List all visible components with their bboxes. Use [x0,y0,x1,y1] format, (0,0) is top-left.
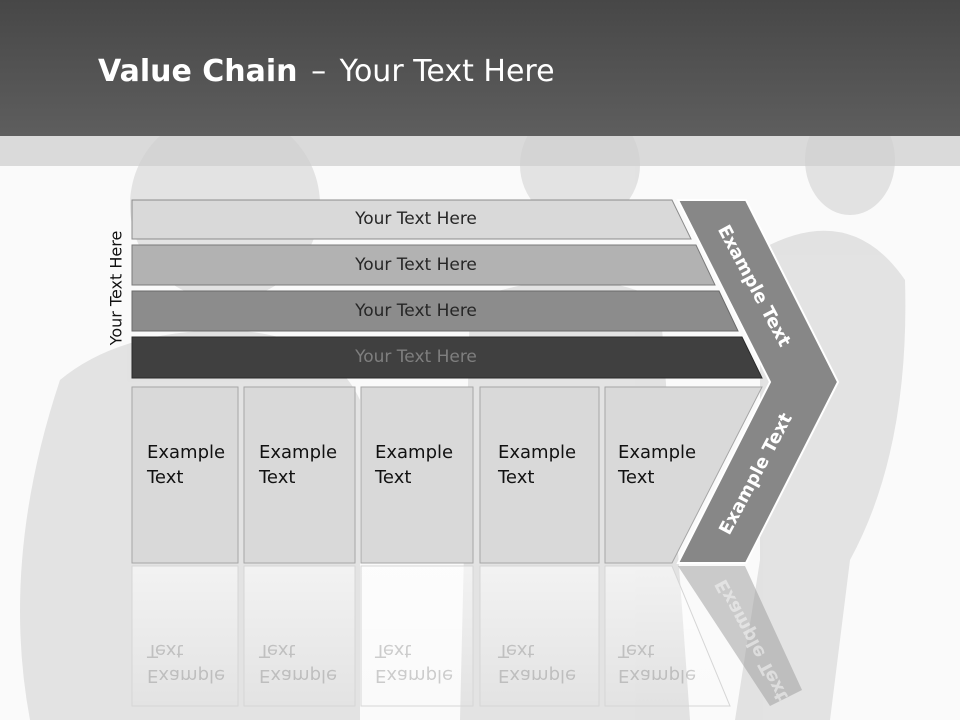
header-band [0,136,960,166]
row-bar-3 [131,290,739,332]
title-rest: Your Text Here [339,54,555,89]
title-bold: Value Chain [98,54,298,89]
box-text-2-line1: Example [259,442,338,463]
box-text-2: Example Text [259,440,337,490]
box-reflection-4-line2: Text [498,640,535,661]
box-reflection-4-line1: Example [498,665,577,686]
row-bar-2 [131,244,716,286]
box-text-3-line1: Example [375,442,454,463]
box-reflection-3-line1: Example [375,665,454,686]
bottom-box-4 [479,386,600,564]
box-text-1-line2: Text [147,467,184,488]
box-reflection-1: Example Text [147,638,225,688]
row-label-1: Your Text Here [355,209,477,229]
box-text-4-line1: Example [498,442,577,463]
row-label-3: Your Text Here [355,301,477,321]
box-text-5-line1: Example [618,442,697,463]
chevron-arrow [676,199,840,564]
box-text-4: Example Text [498,440,576,490]
box-text-5-line2: Text [618,467,655,488]
box-reflection-5-line1: Example [618,665,697,686]
bottom-box-2 [243,386,356,564]
box-reflection-2-line2: Text [259,640,296,661]
slide-header [0,0,960,136]
box-reflection-2: Example Text [259,638,337,688]
row-bar-4 [131,336,763,379]
box-reflection-3-line2: Text [375,640,412,661]
box-text-1: Example Text [147,440,225,490]
box-text-3-line2: Text [375,467,412,488]
box-text-5: Example Text [618,440,696,490]
box-reflection-5-line2: Text [618,640,655,661]
box-text-1-line1: Example [147,442,226,463]
slide-title: Value Chain – Your Text Here [98,54,555,89]
box-reflection-1-line2: Text [147,640,184,661]
row-bar-1 [131,199,692,240]
bottom-box-5 [604,386,763,564]
box-reflection-5: Example Text [618,638,696,688]
box-reflection-1-line1: Example [147,665,226,686]
bottom-box-1 [131,386,239,564]
box-text-3: Example Text [375,440,453,490]
box-reflection-2-line1: Example [259,665,338,686]
title-separator: – [311,54,327,89]
diagram-reflection [131,565,802,707]
bottom-box-3 [360,386,474,564]
box-text-4-line2: Text [498,467,535,488]
box-reflection-3: Example Text [375,638,453,688]
box-text-2-line2: Text [259,467,296,488]
row-label-2: Your Text Here [355,255,477,275]
side-label: Your Text Here [106,230,126,346]
row-label-4: Your Text Here [355,347,477,367]
box-reflection-4: Example Text [498,638,576,688]
